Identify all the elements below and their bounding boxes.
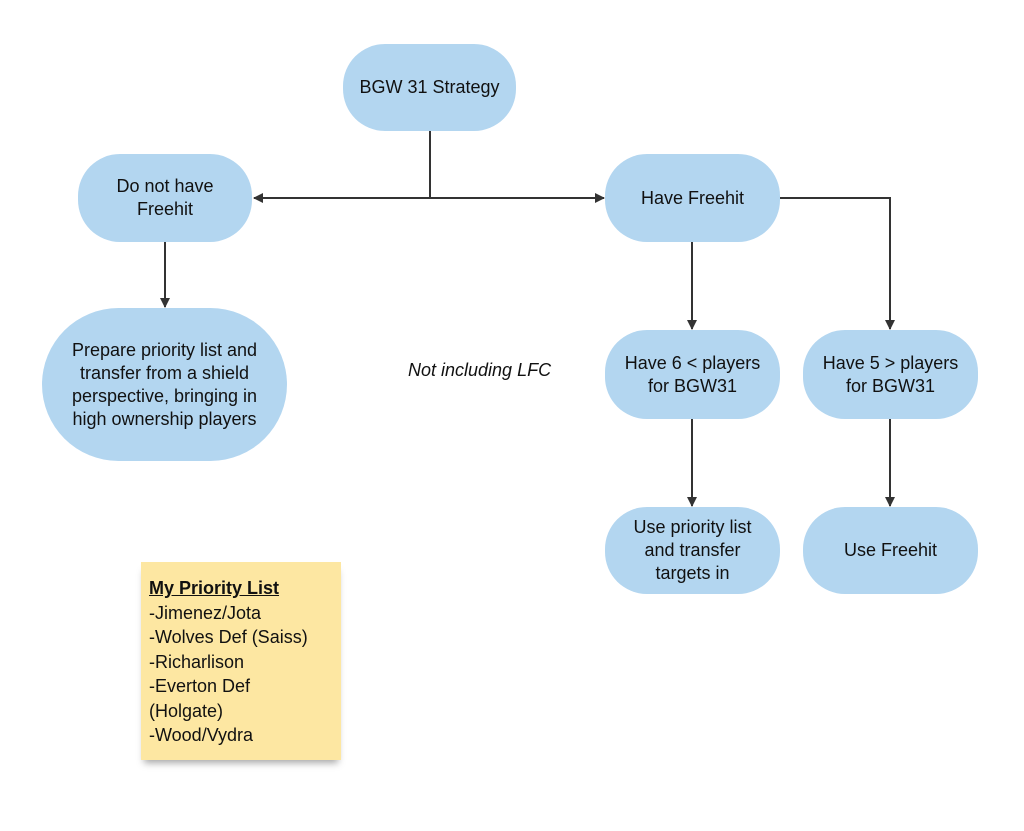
priority-list-title: My Priority List	[149, 578, 280, 598]
node-no-freehit-label: Do not have Freehit	[116, 176, 214, 219]
annotation-not-including-lfc: Not including LFC	[408, 360, 552, 380]
node-six-or-more-players-label: Have 6 < players for BGW31	[624, 352, 761, 396]
node-no-freehit: Do not have Freehit	[78, 154, 252, 242]
priority-list-item: -Jimenez/Jota	[149, 602, 262, 623]
node-use-priority-list: Use priority list and transfer targets i…	[605, 507, 780, 594]
sticky-note-priority-list: My Priority List -Jimenez/Jota -Wolves D…	[141, 562, 341, 760]
node-use-priority-list-label: Use priority list and transfer targets i…	[633, 517, 752, 583]
priority-list-item: -Richarlison	[149, 651, 245, 672]
node-have-freehit: Have Freehit	[605, 154, 780, 242]
node-five-or-less-players-label: Have 5 > players for BGW31	[822, 352, 959, 396]
node-prepare-priority-list: Prepare priority list and transfer from …	[42, 308, 287, 461]
node-six-or-more-players: Have 6 < players for BGW31	[605, 330, 780, 419]
node-bgw31-strategy-label: BGW 31 Strategy	[359, 77, 500, 97]
priority-list-item: -Wood/Vydra	[149, 725, 254, 745]
priority-list-item: -Everton Def (Holgate)	[149, 676, 251, 721]
node-have-freehit-label: Have Freehit	[640, 187, 745, 208]
priority-list-item: -Wolves Def (Saiss)	[149, 627, 308, 647]
node-bgw31-strategy: BGW 31 Strategy	[343, 44, 516, 131]
node-five-or-less-players: Have 5 > players for BGW31	[803, 330, 978, 419]
node-use-freehit-label: Use Freehit	[843, 540, 938, 560]
node-prepare-priority-list-label: Prepare priority list and transfer from …	[71, 339, 258, 429]
arrow-have-freehit-to-five	[780, 197, 895, 330]
node-use-freehit: Use Freehit	[803, 507, 978, 594]
